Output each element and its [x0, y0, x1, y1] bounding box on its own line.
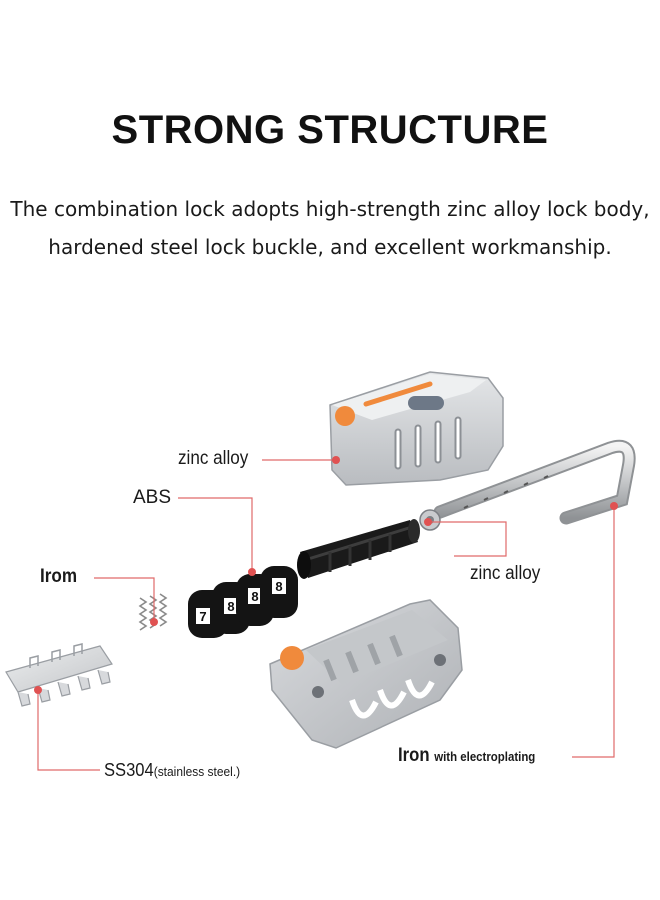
description: The combination lock adopts high-strengt…	[0, 190, 660, 266]
callout-lines	[37, 459, 615, 771]
callout-line-zinc-right	[428, 521, 507, 557]
dial-4: 8	[260, 566, 298, 618]
label-iron-rest: with electroplating	[434, 749, 536, 764]
callout-dot-zinc-top	[332, 456, 340, 464]
shackle	[419, 439, 636, 531]
callout-line-iron	[572, 508, 615, 758]
dial-2-digit: 8	[227, 599, 234, 614]
label-ss304-main: SS304	[104, 760, 154, 780]
description-line-1: The combination lock adopts high-strengt…	[10, 197, 650, 221]
callout-dot-abs	[248, 568, 256, 576]
label-zinc-alloy-right: zinc alloy	[470, 563, 541, 584]
callout-line-abs	[178, 497, 253, 570]
label-ss304-note: (stainless steel.)	[153, 764, 241, 779]
top-housing	[329, 371, 504, 486]
callout-line-irom	[94, 577, 155, 620]
ss304-plate	[5, 643, 113, 707]
callout-line-ss304	[37, 690, 100, 771]
base-housing	[269, 599, 463, 749]
label-ss304: SS304(stainless steel.)	[104, 760, 240, 781]
description-line-2: hardened steel lock buckle, and excellen…	[48, 235, 612, 259]
dial-1-digit: 7	[199, 609, 206, 624]
callout-dots	[34, 456, 618, 694]
label-irom: Irom	[40, 566, 78, 587]
callout-dot-zinc-right	[424, 518, 432, 526]
dial-3-digit: 8	[251, 589, 258, 604]
label-abs: ABS	[133, 487, 172, 508]
dial-4-digit: 8	[275, 579, 282, 594]
page-title: STRONG STRUCTURE	[111, 108, 549, 152]
combination-dials: 7 8 8 8	[188, 566, 298, 638]
label-iron-electroplating: Iron with electroplating	[398, 745, 535, 767]
label-iron-bold: Iron	[398, 745, 430, 766]
callout-dot-ss304	[34, 686, 42, 694]
abs-spindle	[297, 519, 420, 579]
label-zinc-alloy-top: zinc alloy	[178, 448, 249, 469]
callout-dot-iron	[610, 502, 618, 510]
callout-dot-irom	[150, 618, 158, 626]
